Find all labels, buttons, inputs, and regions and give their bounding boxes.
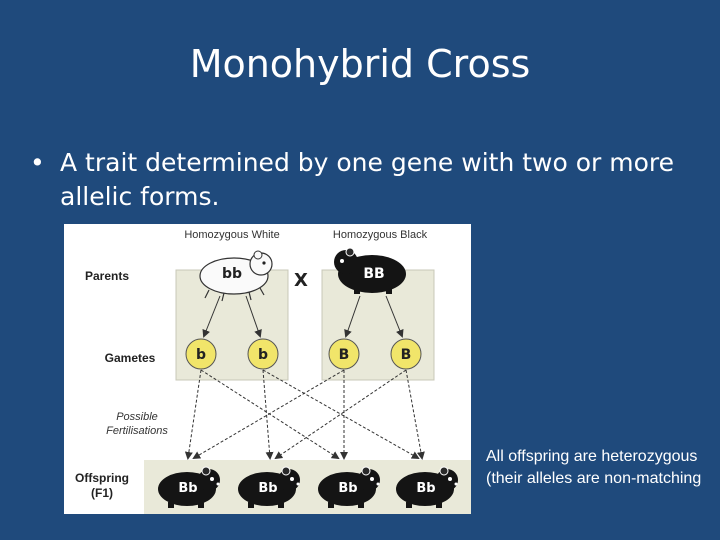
gamete-1: b (185, 338, 217, 370)
gamete-2: b (247, 338, 279, 370)
white-parent-genotype: bb (222, 266, 242, 282)
offspring-1: Bb (157, 466, 221, 508)
row-label-offspring: Offspring (75, 471, 129, 485)
fertilisation-arrows (184, 369, 425, 460)
bullet-text: A trait determined by one gene with two … (60, 148, 675, 211)
header-homozygous-black: Homozygous Black (333, 229, 428, 241)
gamete-1-allele: b (196, 347, 206, 363)
bullet-dot: • (30, 148, 45, 177)
fert-arrow-8 (405, 369, 425, 460)
fert-arrow-5 (192, 369, 345, 460)
arrow-white-to-gamete-1 (202, 295, 221, 338)
offspring-3: Bb (317, 466, 381, 508)
gamete-3: B (328, 338, 360, 370)
row-label-parents: Parents (85, 269, 129, 283)
cross-symbol: X (294, 270, 308, 291)
row-label-fertilisations: Fertilisations (106, 425, 168, 437)
fert-arrow-7 (274, 369, 407, 460)
gamete-4: B (390, 338, 422, 370)
offspring-2: Bb (237, 466, 301, 508)
gamete-2-allele: b (258, 347, 268, 363)
arrow-white-to-gamete-2 (245, 295, 262, 338)
offspring-2-genotype: Bb (258, 481, 277, 496)
black-parent-genotype: BB (363, 266, 384, 282)
offspring-3-genotype: Bb (338, 481, 357, 496)
gamete-3-allele: B (339, 347, 350, 363)
offspring-4: Bb (395, 466, 459, 508)
monohybrid-diagram: Homozygous White Homozygous Black Parent… (64, 224, 471, 514)
fert-arrow-4 (262, 369, 420, 459)
gamete-4-allele: B (401, 347, 412, 363)
white-parent-animal (199, 250, 273, 302)
slide-title: Monohybrid Cross (189, 42, 531, 86)
row-label-gametes: Gametes (105, 351, 156, 365)
arrow-black-to-gamete-1 (344, 295, 361, 338)
offspring-4-genotype: Bb (416, 481, 435, 496)
row-label-f1: (F1) (91, 486, 113, 500)
header-homozygous-white: Homozygous White (184, 229, 279, 241)
offspring-1-genotype: Bb (178, 481, 197, 496)
offspring-caption: All offspring are heterozygous (their al… (486, 448, 702, 487)
bullet-point: • A trait determined by one gene with tw… (30, 146, 690, 214)
black-parent-animal (334, 247, 406, 294)
fert-arrow-1 (184, 369, 202, 460)
arrow-black-to-gamete-2 (385, 295, 404, 338)
diagram-svg: Homozygous White Homozygous Black Parent… (75, 229, 471, 514)
row-label-possible: Possible (116, 411, 158, 423)
